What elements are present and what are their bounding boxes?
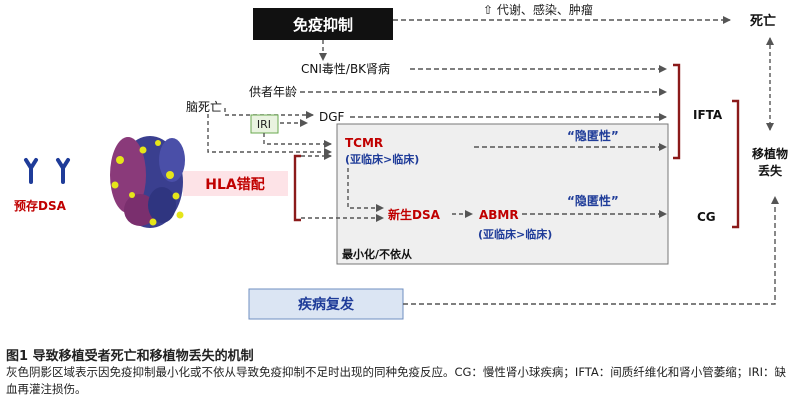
arrow-iri-tcmr — [263, 133, 332, 148]
antibody-icon — [24, 158, 38, 184]
minimization-label: 最小化/不依从 — [342, 247, 412, 261]
tcmr-label: TCMR — [345, 136, 383, 150]
hidden-label-1: “隐匿性” — [567, 128, 619, 143]
abmr-sub-label: (亚临床>临床) — [478, 227, 552, 241]
recurrence-label: 疾病复发 — [298, 296, 355, 313]
ifta-bracket — [673, 63, 681, 160]
recurrence-box — [248, 288, 404, 320]
ifta-label: IFTA — [693, 108, 723, 122]
figure-caption-title: 图1 导致移植受者死亡和移植物丢失的机制 — [6, 349, 254, 364]
antibody-icon — [56, 158, 70, 184]
iri-label: IRI — [257, 118, 271, 131]
graft-loss-label-2: 丢失 — [758, 163, 783, 178]
tcmr-sub-label: (亚临床>临床) — [345, 152, 419, 166]
hla-mismatch-label: HLA错配 — [205, 176, 264, 193]
abmr-label: ABMR — [479, 208, 519, 222]
immunosuppression-label: 免疫抑制 — [293, 16, 353, 34]
arrow-tcmr-dsa — [347, 168, 384, 212]
figure-caption-body: 灰色阴影区域表示因免疫抑制最小化或不依从导致免疫抑制不足时出现的同种免疫反应。C… — [6, 365, 787, 396]
dgf-label: DGF — [319, 110, 345, 124]
donor-age-label: 供者年龄 — [249, 85, 297, 99]
arrow-recurrence-graftloss — [403, 196, 779, 305]
cni-bk-label: CNI毒性/BK肾病 — [301, 61, 390, 76]
death-label: 死亡 — [750, 13, 776, 29]
hla-molecule-image — [110, 136, 185, 228]
de-novo-dsa-label: 新生DSA — [388, 207, 441, 222]
graft-loss-label-1: 移植物 — [752, 146, 788, 161]
hidden-label-2: “隐匿性” — [567, 193, 619, 208]
arrow-braindeath-tcmr — [207, 114, 332, 156]
graft-loss-bracket — [732, 99, 740, 229]
top-note: ⇧ 代谢、感染、肿瘤 — [483, 2, 593, 17]
brain-death-label: 脑死亡 — [186, 100, 222, 114]
immunosuppression-box — [253, 8, 393, 40]
hla-bracket — [293, 154, 301, 222]
arrow-braindeath-dgf — [224, 108, 314, 119]
cg-label: CG — [697, 210, 716, 224]
mechanism-diagram: 免疫抑制 ⇧ 代谢、感染、肿瘤 死亡 CNI毒性/BK肾病 供者年龄 脑死亡 I… — [14, 2, 788, 320]
hla-mismatch-box — [183, 171, 288, 196]
preexisting-dsa-label: 预存DSA — [14, 198, 67, 213]
